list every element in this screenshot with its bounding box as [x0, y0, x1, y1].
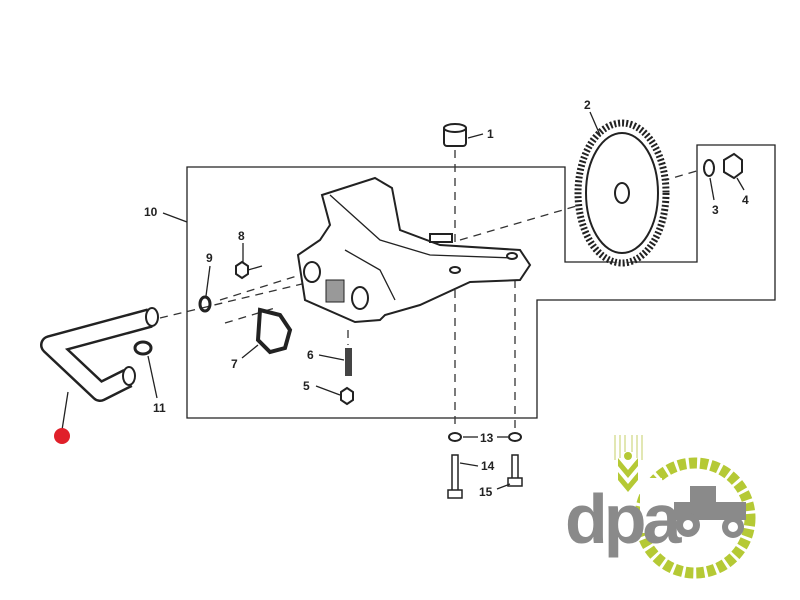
callout-7: 7: [231, 357, 238, 371]
callout-11: 11: [153, 401, 166, 415]
callout-8: 8: [238, 229, 245, 243]
oil-pump-body: [296, 176, 532, 324]
logo-text: dpa: [565, 480, 683, 558]
bushing-part: [443, 123, 467, 147]
washer-part: [703, 159, 715, 177]
callout-10: 10: [144, 205, 158, 219]
gear-part: [574, 119, 670, 267]
o-ring-part: [198, 295, 212, 313]
bolt-part: [507, 454, 523, 487]
callout-15: 15: [479, 485, 493, 499]
bolt-part: [447, 454, 463, 499]
dpa-logo: dpa: [565, 435, 756, 579]
washer-part: [448, 432, 462, 442]
washer-part: [508, 432, 522, 442]
nut-part: [340, 386, 354, 406]
callout-3: 3: [712, 203, 719, 217]
assembly-frame: [186, 144, 776, 419]
stud-part: [345, 348, 352, 376]
o-ring-part: [133, 340, 153, 356]
plate-part: [255, 307, 293, 355]
callout-2: 2: [584, 98, 591, 112]
callout-4: 4: [742, 193, 749, 207]
nut-part: [723, 152, 743, 180]
leader-lines: [61, 111, 745, 490]
axis-line: [159, 281, 311, 319]
callout-6: 6: [307, 348, 314, 362]
callout-1: 1: [487, 127, 494, 141]
callout-9: 9: [206, 251, 213, 265]
callout-13: 13: [480, 431, 494, 445]
bolt-part: [235, 260, 263, 280]
red-marker-dot: [54, 428, 70, 444]
callout-5: 5: [303, 379, 310, 393]
callout-14: 14: [481, 459, 495, 473]
suction-pipe-part: [40, 307, 159, 402]
